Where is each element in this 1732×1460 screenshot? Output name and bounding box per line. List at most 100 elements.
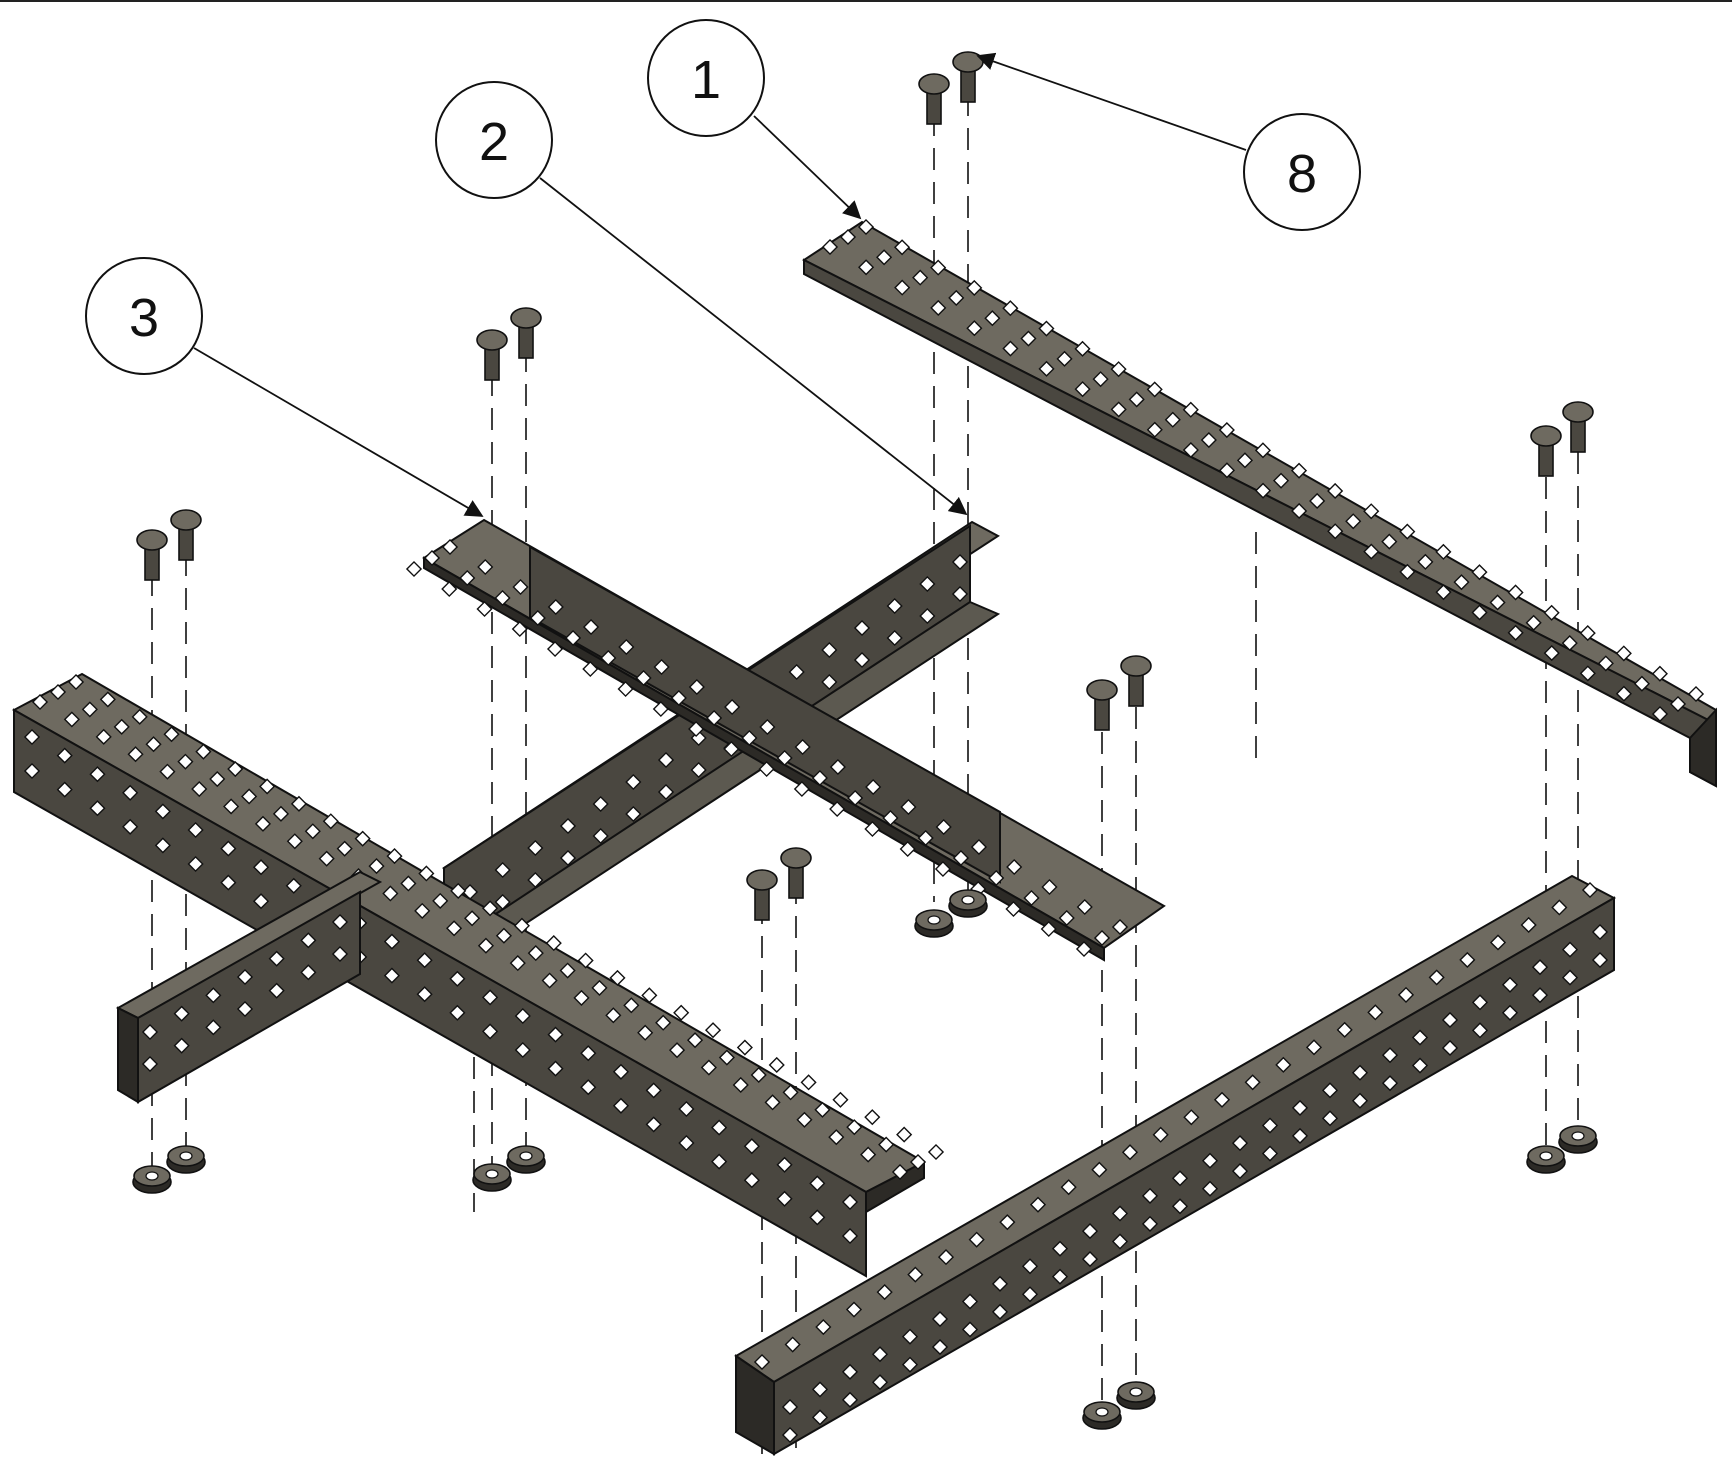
hole xyxy=(154,803,171,820)
hole xyxy=(580,1045,597,1062)
hole xyxy=(99,691,116,708)
hole xyxy=(441,580,458,598)
hole xyxy=(547,1026,564,1043)
hole xyxy=(236,968,254,986)
hole xyxy=(948,289,965,306)
hole xyxy=(1092,371,1109,388)
hole xyxy=(254,815,272,832)
nut-hole xyxy=(1571,1131,1585,1141)
hole xyxy=(1182,401,1199,418)
hole xyxy=(732,1076,749,1094)
hole xyxy=(829,758,846,776)
nut-hole xyxy=(145,1171,159,1181)
leader-8 xyxy=(976,52,1247,151)
nut xyxy=(1558,1125,1598,1154)
hole xyxy=(625,773,642,791)
hole xyxy=(706,709,723,727)
hole xyxy=(670,689,687,707)
hole xyxy=(1435,584,1452,601)
hole xyxy=(512,578,529,596)
hole xyxy=(886,629,903,647)
hole xyxy=(821,673,838,691)
rear-left-channel-holes xyxy=(141,913,349,1073)
hole xyxy=(984,310,1001,327)
hole xyxy=(815,1318,832,1336)
rear-left-channel-side xyxy=(117,1006,139,1104)
hole xyxy=(477,937,494,954)
hole xyxy=(1381,1075,1399,1092)
hole xyxy=(67,673,85,691)
hole xyxy=(623,997,640,1014)
hole xyxy=(482,900,499,917)
hole xyxy=(1471,994,1489,1011)
hole xyxy=(1244,1074,1261,1091)
hole xyxy=(449,1004,466,1021)
hole xyxy=(1351,1092,1369,1109)
front-right-channel-side-holes xyxy=(781,923,1609,1444)
hole xyxy=(423,549,441,567)
bolt-head xyxy=(1562,401,1594,423)
hole xyxy=(1040,920,1057,938)
hole xyxy=(845,1301,863,1318)
hole xyxy=(173,1005,190,1022)
hole xyxy=(494,589,511,607)
hole xyxy=(617,680,634,698)
bolt-shank xyxy=(960,67,976,103)
hole xyxy=(461,883,479,901)
hole xyxy=(527,839,544,857)
hole xyxy=(793,780,810,798)
hole xyxy=(919,575,936,593)
hole xyxy=(988,869,1005,887)
hole xyxy=(711,1153,728,1170)
hole xyxy=(482,1023,499,1040)
hole xyxy=(605,1007,622,1024)
hole xyxy=(300,964,317,981)
hole xyxy=(547,598,564,616)
hole xyxy=(81,701,98,718)
hole xyxy=(1231,1163,1249,1180)
bolt-shank xyxy=(788,863,804,899)
hole xyxy=(1291,502,1308,520)
hole xyxy=(637,1024,654,1041)
hole xyxy=(545,935,562,952)
nut xyxy=(1526,1145,1566,1174)
hole xyxy=(223,798,240,815)
hole xyxy=(509,955,526,972)
hole xyxy=(1381,533,1398,550)
hole xyxy=(220,874,237,891)
hole xyxy=(686,1032,704,1049)
hole xyxy=(931,1338,949,1356)
hole xyxy=(1453,574,1470,591)
hole xyxy=(23,762,41,780)
bolt-head xyxy=(476,329,508,351)
hole xyxy=(829,800,846,818)
hole xyxy=(1411,1057,1429,1074)
hole xyxy=(1213,1091,1231,1108)
hole xyxy=(782,1084,799,1101)
hole xyxy=(1171,1198,1189,1215)
hole xyxy=(1038,360,1055,377)
rear-left-channel xyxy=(115,870,383,1104)
hole xyxy=(432,892,449,909)
hole xyxy=(736,1039,753,1056)
hole xyxy=(1254,482,1272,499)
hole xyxy=(991,1303,1009,1320)
hole xyxy=(776,1156,793,1173)
hole xyxy=(900,798,917,816)
hole xyxy=(600,649,617,667)
hole xyxy=(768,1056,785,1074)
hole xyxy=(205,1019,222,1036)
hole xyxy=(252,859,270,876)
hole xyxy=(580,1079,597,1096)
hole xyxy=(122,818,139,835)
hole xyxy=(901,1328,919,1345)
hole xyxy=(268,982,285,999)
hole xyxy=(1074,381,1091,398)
hole xyxy=(853,619,871,637)
nut-hole xyxy=(485,1169,499,1179)
hole xyxy=(1110,401,1127,418)
hole xyxy=(95,728,112,745)
bolt xyxy=(746,869,778,921)
